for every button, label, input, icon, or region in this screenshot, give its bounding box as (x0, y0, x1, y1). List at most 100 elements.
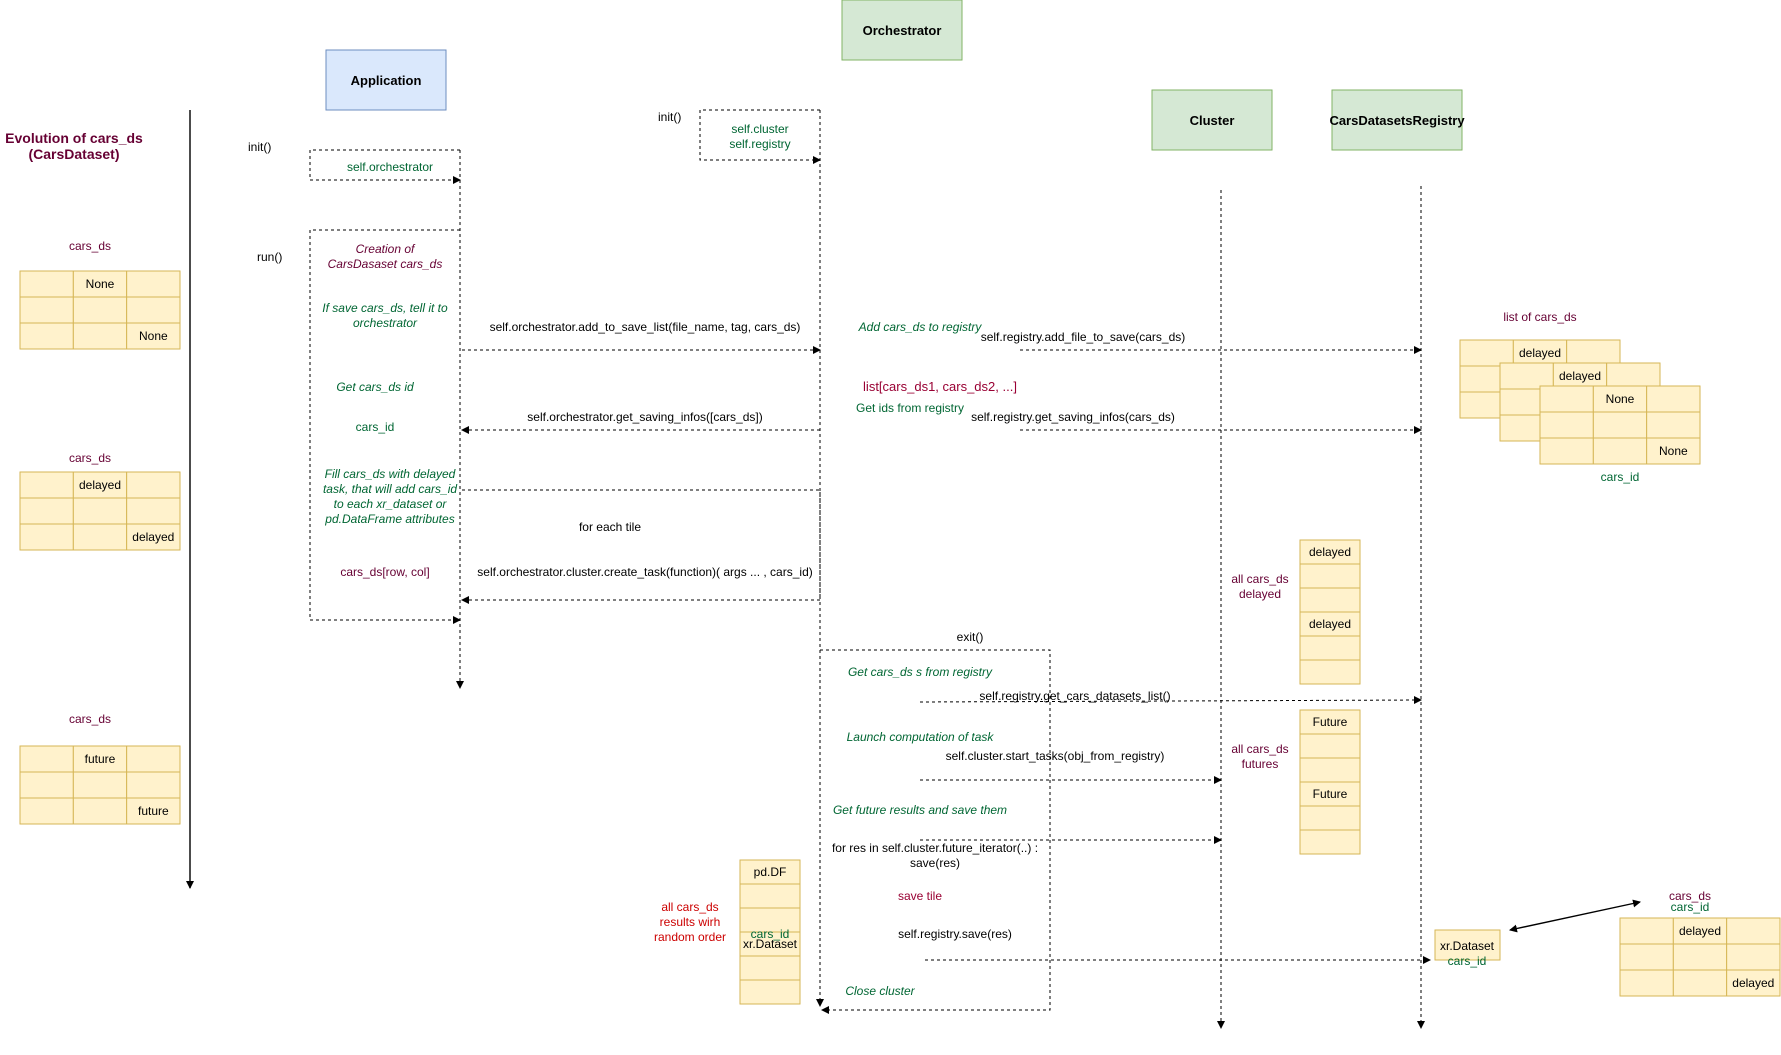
fill-note-3: to each xr_dataset or (334, 497, 448, 511)
grid-cell-text: None (1606, 392, 1635, 406)
stack-cell (1299, 781, 1361, 807)
application-init-label: init() (248, 140, 271, 154)
grid-cell (1646, 385, 1701, 413)
orchestrator-init-label: init() (658, 110, 681, 124)
application-init-block: init() self.orchestrator (248, 140, 461, 184)
delayed-column: delayed delayed (1299, 539, 1361, 685)
stack-cell (1299, 611, 1361, 637)
grid-cell (72, 497, 128, 525)
registry-xr-dataset: xr.Dataset cars_id (1434, 929, 1501, 968)
grid-cell (1619, 969, 1674, 997)
registry-title: CarsDatasetsRegistry (1329, 113, 1465, 128)
grid-cell (19, 497, 74, 525)
grid-cell (1499, 362, 1554, 390)
grid-cell-text: delayed (1559, 369, 1601, 383)
get-cars-datasets-list-label: self.registry.get_cars_datasets_list() (979, 689, 1170, 703)
application-run-block: run() Creation of CarsDasaset cars_ds If… (257, 229, 461, 624)
add-to-registry-note: Add cars_ds to registry (858, 320, 983, 334)
orchestrator-init-block: init() self.cluster self.registry (658, 109, 821, 164)
grid-cell (19, 270, 74, 298)
cluster-title: Cluster (1190, 113, 1235, 128)
grid-cell (1539, 437, 1594, 465)
stack-cell (739, 931, 801, 957)
list-cars-ds-label: list[cars_ds1, cars_ds2, ...] (863, 379, 1017, 394)
stack-cell (739, 955, 801, 981)
grid-cell (19, 771, 74, 799)
application-title: Application (351, 73, 422, 88)
grid-cell (1726, 969, 1781, 997)
get-saving-infos-app-label: self.orchestrator.get_saving_infos([cars… (527, 410, 762, 424)
cars-ds-row-col-label: cars_ds[row, col] (340, 565, 429, 579)
link-arrow (1509, 899, 1641, 933)
registry-list-stack: list of cars_ds delayed delayed NoneNone… (1459, 310, 1701, 484)
registry-list-label: list of cars_ds (1503, 310, 1576, 324)
application-run-label: run() (257, 250, 282, 264)
participant-registry: CarsDatasetsRegistry (1329, 89, 1465, 151)
stack-cell (1299, 733, 1361, 759)
grid-cell-text: None (139, 329, 168, 343)
grid-cell (1566, 339, 1621, 367)
get-saving-infos-reg-label: self.registry.get_saving_infos(cars_ds) (971, 410, 1175, 424)
grid-cell (1539, 411, 1594, 439)
final-cars-ds-label: cars_ds (1669, 889, 1711, 903)
results-label-3: random order (654, 930, 726, 944)
results-cars-id-label: cars_id (751, 927, 790, 941)
grid-cell (126, 296, 181, 324)
for-each-tile-label: for each tile (579, 520, 641, 534)
results-label-2: results wirh (660, 915, 721, 929)
final-cars-id-label: cars_id (1671, 900, 1710, 914)
grid-cell (1592, 411, 1648, 439)
for-res-label-2: save(res) (910, 856, 960, 870)
grid-cell (126, 523, 181, 551)
grid-cell (1646, 437, 1701, 465)
create-task-label: self.orchestrator.cluster.create_task(fu… (477, 565, 812, 579)
evolution-label-1: cars_ds (69, 239, 111, 253)
for-res-label-1: for res in self.cluster.future_iterator(… (832, 841, 1038, 855)
grid-cell (126, 745, 181, 773)
stack-cell (1299, 587, 1361, 613)
evolution-label-3: cars_ds (69, 712, 111, 726)
grid-cell (126, 771, 181, 799)
xr-dataset-label: xr.Dataset (1440, 939, 1495, 953)
evolution-column: Evolution of cars_ds (CarsDataset) cars_… (5, 110, 194, 889)
evolution-grid-3: future future (19, 745, 181, 825)
grid-cell-text: future (85, 752, 116, 766)
fill-note-1: Fill cars_ds with delayed (325, 467, 456, 481)
grid-cell (19, 471, 74, 499)
grid-cell (72, 797, 128, 825)
grid-cell-text: delayed (79, 478, 121, 492)
grid-cell (1672, 943, 1728, 971)
get-cars-ds-s-note: Get cars_ds s from registry (848, 665, 993, 679)
stack-cell (1299, 757, 1361, 783)
grid-cell (126, 270, 181, 298)
participant-application: Application (325, 49, 447, 111)
stack-cell-text: delayed (1309, 545, 1351, 559)
xr-dataset-box (1434, 929, 1501, 961)
stack-cell (739, 979, 801, 1005)
grid-cell (19, 745, 74, 773)
futures-stack-label-1: all cars_ds (1231, 742, 1288, 756)
grid-cell (1539, 385, 1594, 413)
add-file-to-save-label: self.registry.add_file_to_save(cars_ds) (981, 330, 1186, 344)
grid-cell-text: None (86, 277, 115, 291)
grid-cell-text: future (138, 804, 169, 818)
grid-cell (126, 497, 181, 525)
stack-cell-text: delayed (1309, 617, 1351, 631)
stack-cell (739, 859, 801, 885)
grid-cell (1459, 339, 1514, 367)
registry-cars-id-label: cars_id (1601, 470, 1640, 484)
stack-cell (1299, 659, 1361, 685)
stack-cell (739, 883, 801, 909)
fill-note-4: pd.DataFrame attributes (324, 512, 454, 526)
creation-note-2: CarsDasaset cars_ds (328, 257, 443, 271)
close-cluster-note: Close cluster (845, 984, 915, 998)
evolution-subtitle: (CarsDataset) (28, 146, 119, 162)
